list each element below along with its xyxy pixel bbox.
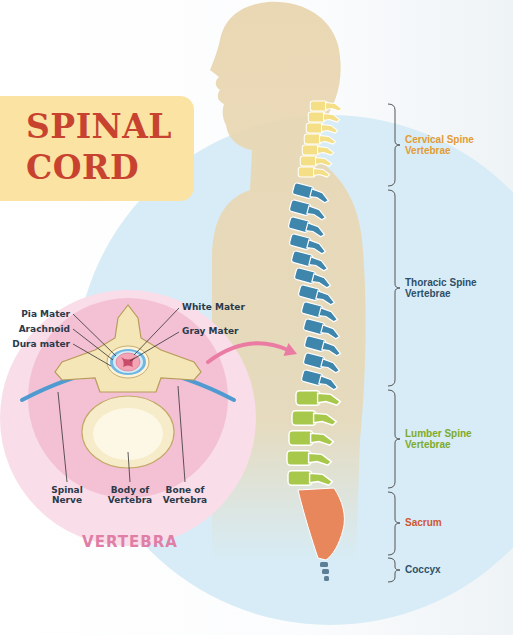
leader-line bbox=[73, 314, 116, 356]
leader-line bbox=[128, 452, 130, 482]
bracket bbox=[388, 190, 400, 386]
bracket bbox=[388, 104, 400, 186]
vertebra bbox=[308, 112, 339, 122]
structure-label: Body of Vertebra bbox=[104, 485, 156, 506]
coccyx-bone bbox=[320, 562, 329, 581]
coccyx-segment bbox=[324, 576, 329, 581]
region-label: Thoracic Spine Vertebrae bbox=[405, 277, 487, 300]
gray-matter bbox=[121, 357, 135, 367]
leader-line bbox=[134, 308, 179, 355]
vertebra bbox=[288, 471, 332, 485]
vertebra bbox=[298, 167, 329, 177]
bracket bbox=[388, 390, 400, 488]
vertebral-arch bbox=[55, 305, 201, 392]
vertebra bbox=[306, 123, 337, 133]
vertebra bbox=[302, 145, 333, 155]
structure-label: Spinal Nerve bbox=[42, 485, 92, 506]
vertebra bbox=[287, 451, 331, 465]
vertebra bbox=[292, 411, 336, 425]
dura-layer bbox=[110, 349, 146, 375]
structure-label: Arachnoid bbox=[6, 324, 70, 334]
region-label: Cervical Spine Vertebrae bbox=[405, 134, 487, 157]
vertebra bbox=[294, 267, 333, 288]
region-label: Sacrum bbox=[405, 517, 487, 529]
leader-line bbox=[58, 392, 67, 482]
title-banner: SPINAL CORD bbox=[0, 96, 194, 201]
bracket bbox=[388, 558, 400, 582]
leader-lines bbox=[58, 308, 185, 482]
vertebra bbox=[289, 431, 333, 445]
structure-label: Pia Mater bbox=[6, 309, 70, 319]
structure-label: Dura mater bbox=[6, 339, 70, 349]
sacrum-bone bbox=[298, 488, 344, 560]
highlight-circle bbox=[0, 290, 256, 546]
spinal-canal bbox=[107, 346, 149, 378]
vertebra bbox=[296, 391, 340, 405]
leader-line bbox=[73, 344, 111, 366]
structure-label: White Mater bbox=[182, 302, 252, 312]
section-heading: VERTEBRA bbox=[50, 534, 210, 551]
leader-line bbox=[178, 386, 185, 482]
leader-line bbox=[130, 332, 179, 361]
spinal-cord bbox=[116, 353, 140, 371]
arachnoid-layer bbox=[113, 351, 143, 373]
structure-label: Gray Mater bbox=[182, 326, 252, 336]
coccyx-segment bbox=[320, 562, 328, 567]
thoracic-vertebrae bbox=[288, 182, 343, 390]
vertebra bbox=[301, 369, 340, 390]
region-label: Coccyx bbox=[405, 564, 487, 576]
vertebra bbox=[300, 156, 331, 166]
pointer-arrow bbox=[208, 343, 288, 362]
structure-label: Bone of Vertebra bbox=[159, 485, 211, 506]
bracket bbox=[388, 492, 400, 555]
title: SPINAL CORD bbox=[26, 106, 172, 189]
coccyx-segment bbox=[322, 569, 329, 574]
region-label: Lumber Spine Vertebrae bbox=[405, 428, 487, 451]
cervical-vertebrae bbox=[298, 101, 341, 177]
arrow-head bbox=[284, 343, 298, 356]
region-brackets bbox=[388, 104, 400, 582]
vertebra bbox=[304, 134, 335, 144]
lumbar-vertebrae bbox=[287, 391, 340, 485]
vertebra bbox=[310, 101, 341, 111]
